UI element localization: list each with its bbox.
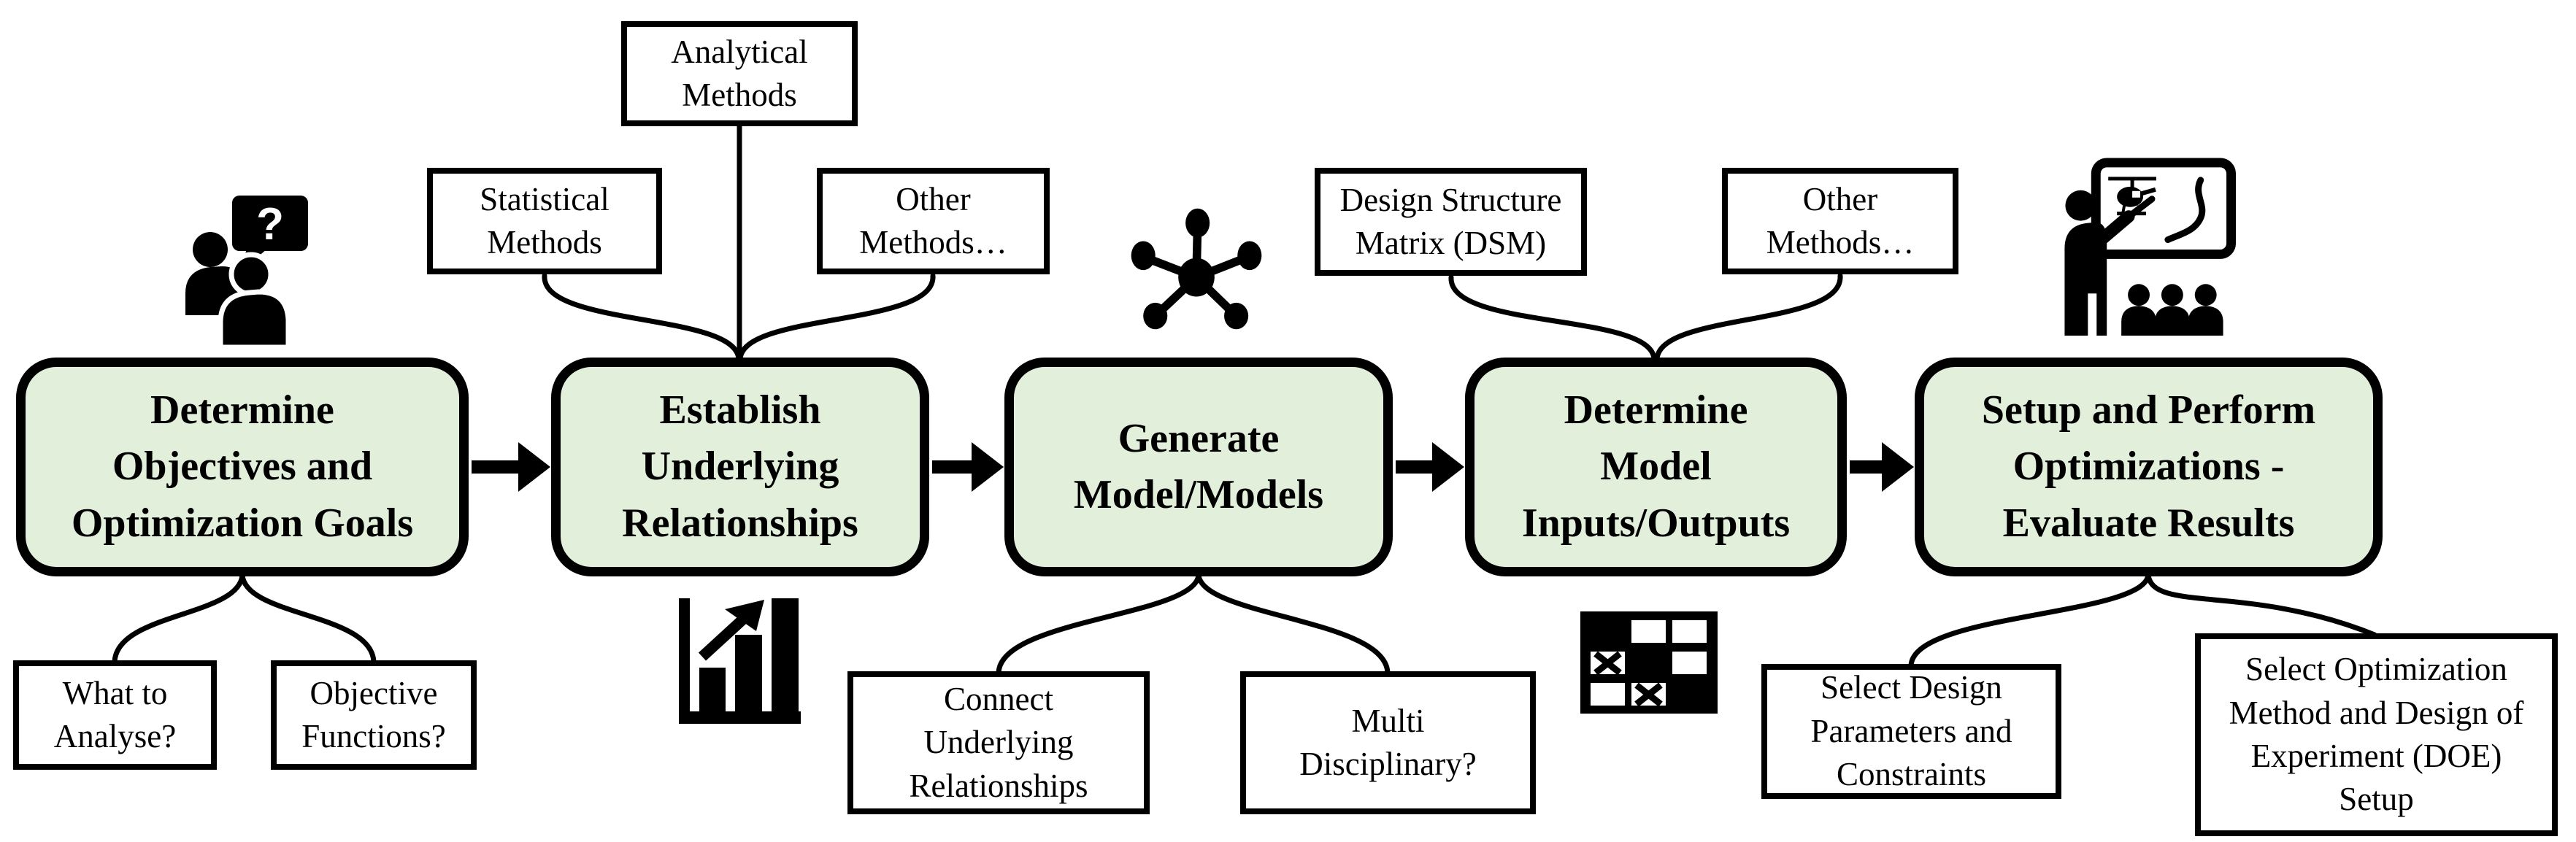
step-label: Determine Objectives and Optimization Go…: [71, 387, 414, 546]
detail-box-objective-functions: Objective Functions?: [271, 660, 477, 770]
connector-other-methods-1: [737, 273, 936, 362]
connector-connect-underlying: [996, 572, 1202, 676]
method-label: Other Methods…: [1766, 180, 1915, 260]
detail-label: What to Analyse?: [53, 674, 177, 754]
method-box-dsm: Design Structure Matrix (DSM): [1315, 168, 1587, 276]
helicopter-window: [2132, 190, 2141, 198]
connector-objective-functions: [239, 572, 377, 665]
flow-arrow-2: [932, 442, 1004, 492]
network-node: [1224, 302, 1249, 330]
matrix-x-marks: [1593, 651, 1663, 707]
method-label: Statistical Methods: [480, 180, 610, 260]
method-label: Analytical Methods: [671, 33, 808, 113]
method-label: Design Structure Matrix (DSM): [1339, 181, 1562, 261]
bar-chart-icon: [679, 598, 801, 724]
detail-box-what-to-analyse: What to Analyse?: [13, 660, 217, 770]
pointer-stick: [2121, 196, 2156, 224]
step-generate-models: Generate Model/Models: [1004, 358, 1393, 576]
connector-select-design: [1908, 572, 2151, 668]
flow-arrow-1: [472, 442, 550, 492]
presenter-head: [2065, 190, 2096, 221]
method-box-other-1: Other Methods…: [817, 168, 1050, 274]
step-establish-relationships: Establish Underlying Relationships: [551, 358, 929, 576]
person-back-head-icon: [193, 232, 228, 267]
method-label: Other Methods…: [859, 180, 1007, 260]
presenter-screen-icon: [2064, 158, 2237, 336]
person-front-body-icon: [218, 289, 291, 350]
network-node: [1131, 241, 1156, 271]
detail-label: Multi Disciplinary?: [1299, 702, 1477, 782]
detail-label: Select Optimization Method and Design of…: [2229, 651, 2524, 818]
speech-bubble: [232, 196, 308, 251]
connector-dsm: [1448, 274, 1657, 362]
method-box-analytical: Analytical Methods: [621, 21, 858, 126]
growth-arrow-shaft: [698, 611, 751, 661]
step-determine-objectives: Determine Objectives and Optimization Go…: [16, 358, 469, 576]
network-node: [1185, 208, 1210, 238]
presenter-body: [2064, 222, 2107, 336]
step-setup-optimizations: Setup and Perform Optimizations - Evalua…: [1915, 358, 2383, 576]
connector-what-to-analyse: [112, 572, 245, 665]
method-box-other-2: Other Methods…: [1722, 168, 1958, 274]
hub-node: [1178, 258, 1215, 297]
step-determine-inputs-outputs: Determine Model Inputs/Outputs: [1465, 358, 1847, 576]
step-label: Setup and Perform Optimizations - Evalua…: [1981, 387, 2316, 546]
chart-bar: [772, 598, 799, 711]
detail-box-select-optimization: Select Optimization Method and Design of…: [2195, 633, 2558, 836]
screen: [2091, 158, 2237, 259]
network-node: [1143, 302, 1168, 330]
network-node: [1237, 241, 1262, 271]
flow-arrow-4: [1850, 442, 1914, 492]
connector-select-optimization: [2145, 572, 2377, 638]
connector-statistical: [542, 273, 742, 362]
step-label: Determine Model Inputs/Outputs: [1521, 387, 1791, 546]
connector-multi-disciplinary: [1196, 572, 1391, 676]
connector-other-methods-2: [1654, 273, 1843, 362]
person-front-head-icon: [228, 252, 274, 297]
question-mark-glyph: ?: [256, 199, 284, 250]
dsm-matrix-icon: [1580, 611, 1718, 714]
flow-arrow-3: [1396, 442, 1464, 492]
discussion-question-icon: ?: [185, 196, 308, 350]
chart-bar: [699, 668, 726, 711]
chart-bar: [735, 635, 762, 711]
detail-label: Objective Functions?: [301, 674, 446, 754]
step-label: Generate Model/Models: [1073, 415, 1324, 517]
detail-box-connect-underlying: Connect Underlying Relationships: [847, 671, 1150, 814]
detail-label: Connect Underlying Relationships: [909, 680, 1088, 804]
audience-icons: [2121, 284, 2223, 336]
screen-curve: [2164, 177, 2206, 244]
step-label: Establish Underlying Relationships: [622, 387, 858, 546]
detail-box-select-design: Select Design Parameters and Constraints: [1761, 664, 2061, 799]
detail-box-multi-disciplinary: Multi Disciplinary?: [1240, 671, 1536, 814]
network-hub-icon: [1131, 208, 1262, 330]
detail-label: Select Design Parameters and Constraints: [1810, 669, 2012, 793]
method-box-statistical: Statistical Methods: [427, 168, 662, 274]
